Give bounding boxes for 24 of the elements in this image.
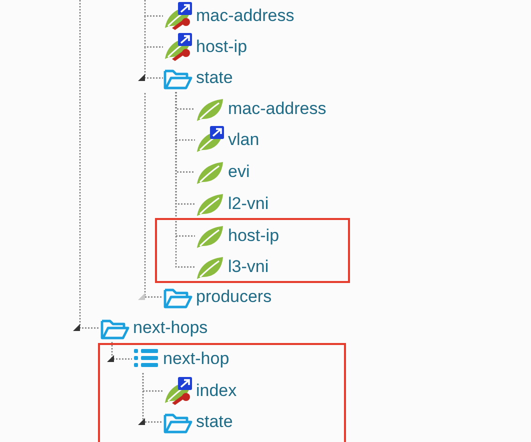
tree-line	[142, 373, 163, 423]
tree-line	[111, 342, 132, 360]
node-label: vlan	[228, 130, 260, 150]
node-label: index	[196, 381, 237, 401]
tree-line	[144, 16, 163, 48]
tree-line	[144, 47, 163, 79]
node-label: l3-vni	[228, 257, 269, 277]
node-label: l2-vni	[228, 194, 269, 214]
tree-line	[175, 92, 195, 268]
node-label: producers	[196, 287, 272, 307]
node-label: next-hops	[133, 318, 208, 338]
node-label: state	[196, 68, 233, 88]
node-label: evi	[228, 162, 250, 182]
node-label: mac-address	[228, 99, 326, 119]
node-label: next-hop	[163, 349, 230, 369]
node-label: mac-address	[196, 6, 294, 26]
tree-line	[79, 0, 100, 329]
tree-line	[144, 93, 163, 298]
node-label: host-ip	[196, 37, 248, 57]
highlight-box	[155, 218, 350, 283]
node-label: host-ip	[228, 226, 280, 246]
tree-line	[144, 0, 163, 17]
highlight-box	[98, 343, 346, 442]
node-label: state	[196, 412, 233, 432]
